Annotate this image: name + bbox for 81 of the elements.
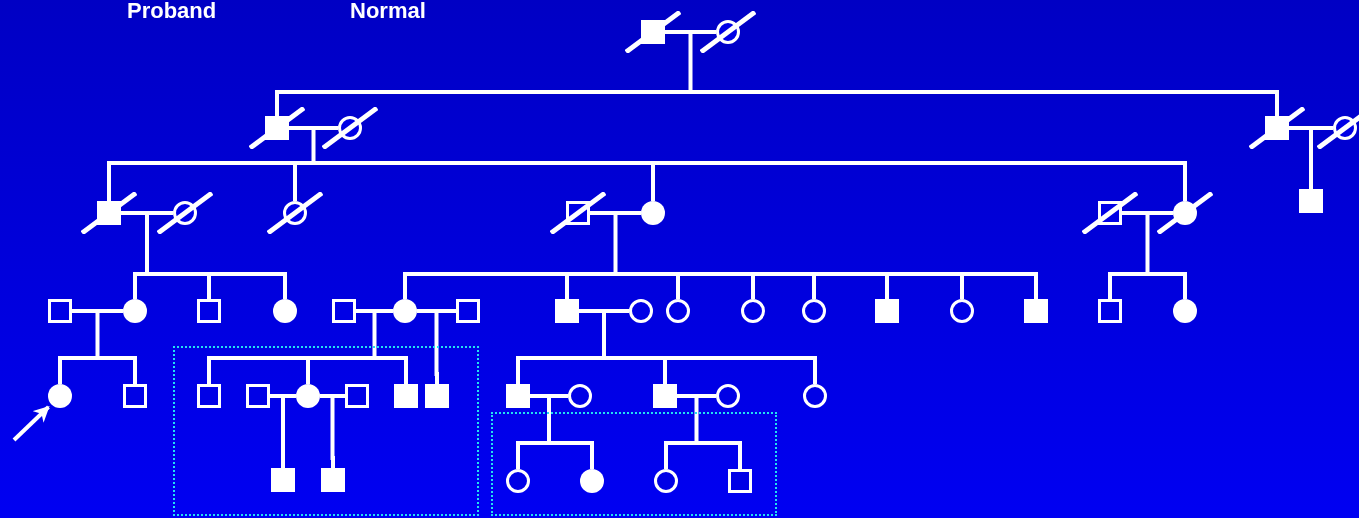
affected-female-symbol xyxy=(641,201,665,225)
key-label: Proband xyxy=(127,0,217,22)
key-label: Normal xyxy=(350,0,426,22)
descent-line xyxy=(1183,274,1187,299)
affected-male-symbol xyxy=(425,384,449,408)
descent-line xyxy=(283,274,287,299)
affected-male-symbol xyxy=(875,299,899,323)
male-symbol xyxy=(332,299,356,323)
descent-line xyxy=(1183,163,1187,201)
pedigree-line xyxy=(121,211,173,215)
descent-line xyxy=(664,443,668,469)
descent-line xyxy=(960,274,964,299)
descent-line xyxy=(275,92,279,116)
descent-line xyxy=(293,163,297,201)
affected-male-symbol xyxy=(555,299,579,323)
descent-line xyxy=(565,274,569,299)
female-symbol xyxy=(803,384,827,408)
affected-male-symbol xyxy=(321,468,345,492)
proband-arrow xyxy=(12,405,50,442)
male-symbol xyxy=(197,299,221,323)
descent-line xyxy=(133,274,137,299)
pedigree-line xyxy=(417,309,456,313)
male-symbol xyxy=(197,384,221,408)
female-symbol xyxy=(506,469,530,493)
descent-line xyxy=(738,443,742,469)
affected-male-symbol xyxy=(506,384,530,408)
male-symbol xyxy=(48,299,72,323)
descent-line xyxy=(207,274,211,299)
descent-line xyxy=(885,274,889,299)
male-symbol xyxy=(123,384,147,408)
descent-line xyxy=(516,443,520,469)
pedigree-line xyxy=(677,394,716,398)
descent-line xyxy=(1034,274,1038,299)
female-symbol xyxy=(666,299,690,323)
affected-female-symbol xyxy=(1173,299,1197,323)
descent-line xyxy=(404,358,408,384)
female-symbol xyxy=(741,299,765,323)
descent-line xyxy=(676,274,680,299)
descent-line xyxy=(306,358,310,384)
affected-male-symbol xyxy=(653,384,677,408)
descent-line xyxy=(663,358,667,384)
pedigree-line xyxy=(1122,211,1173,215)
descent-line xyxy=(516,358,520,384)
descent-line xyxy=(590,443,594,469)
descent-line xyxy=(651,163,655,201)
descent-line xyxy=(107,163,111,201)
descent-line xyxy=(1275,92,1279,116)
female-symbol xyxy=(568,384,592,408)
male-symbol xyxy=(1098,299,1122,323)
descent-line xyxy=(813,358,817,384)
affected-female-symbol xyxy=(393,299,417,323)
dotted-frame xyxy=(491,412,777,516)
descent-line xyxy=(403,274,407,299)
affected-male-symbol xyxy=(394,384,418,408)
male-symbol xyxy=(246,384,270,408)
female-symbol xyxy=(654,469,678,493)
affected-female-symbol xyxy=(580,469,604,493)
male-symbol xyxy=(728,469,752,493)
affected-male-symbol xyxy=(1299,189,1323,213)
descent-line xyxy=(812,274,816,299)
descent-line xyxy=(133,358,137,384)
male-symbol xyxy=(456,299,480,323)
male-symbol xyxy=(345,384,369,408)
descent-line xyxy=(207,358,211,384)
female-symbol xyxy=(950,299,974,323)
descent-line xyxy=(1108,274,1112,299)
affected-female-symbol xyxy=(296,384,320,408)
pedigree-line xyxy=(72,309,123,313)
descent-line xyxy=(58,358,62,384)
affected-male-symbol xyxy=(271,468,295,492)
dotted-frame xyxy=(173,346,479,516)
affected-female-symbol xyxy=(273,299,297,323)
female-symbol xyxy=(716,384,740,408)
pedigree-line xyxy=(665,30,716,34)
affected-female-symbol xyxy=(48,384,72,408)
descent-line xyxy=(751,274,755,299)
pedigree-line xyxy=(590,211,641,215)
female-symbol xyxy=(802,299,826,323)
affected-female-symbol xyxy=(123,299,147,323)
female-symbol xyxy=(629,299,653,323)
affected-male-symbol xyxy=(1024,299,1048,323)
